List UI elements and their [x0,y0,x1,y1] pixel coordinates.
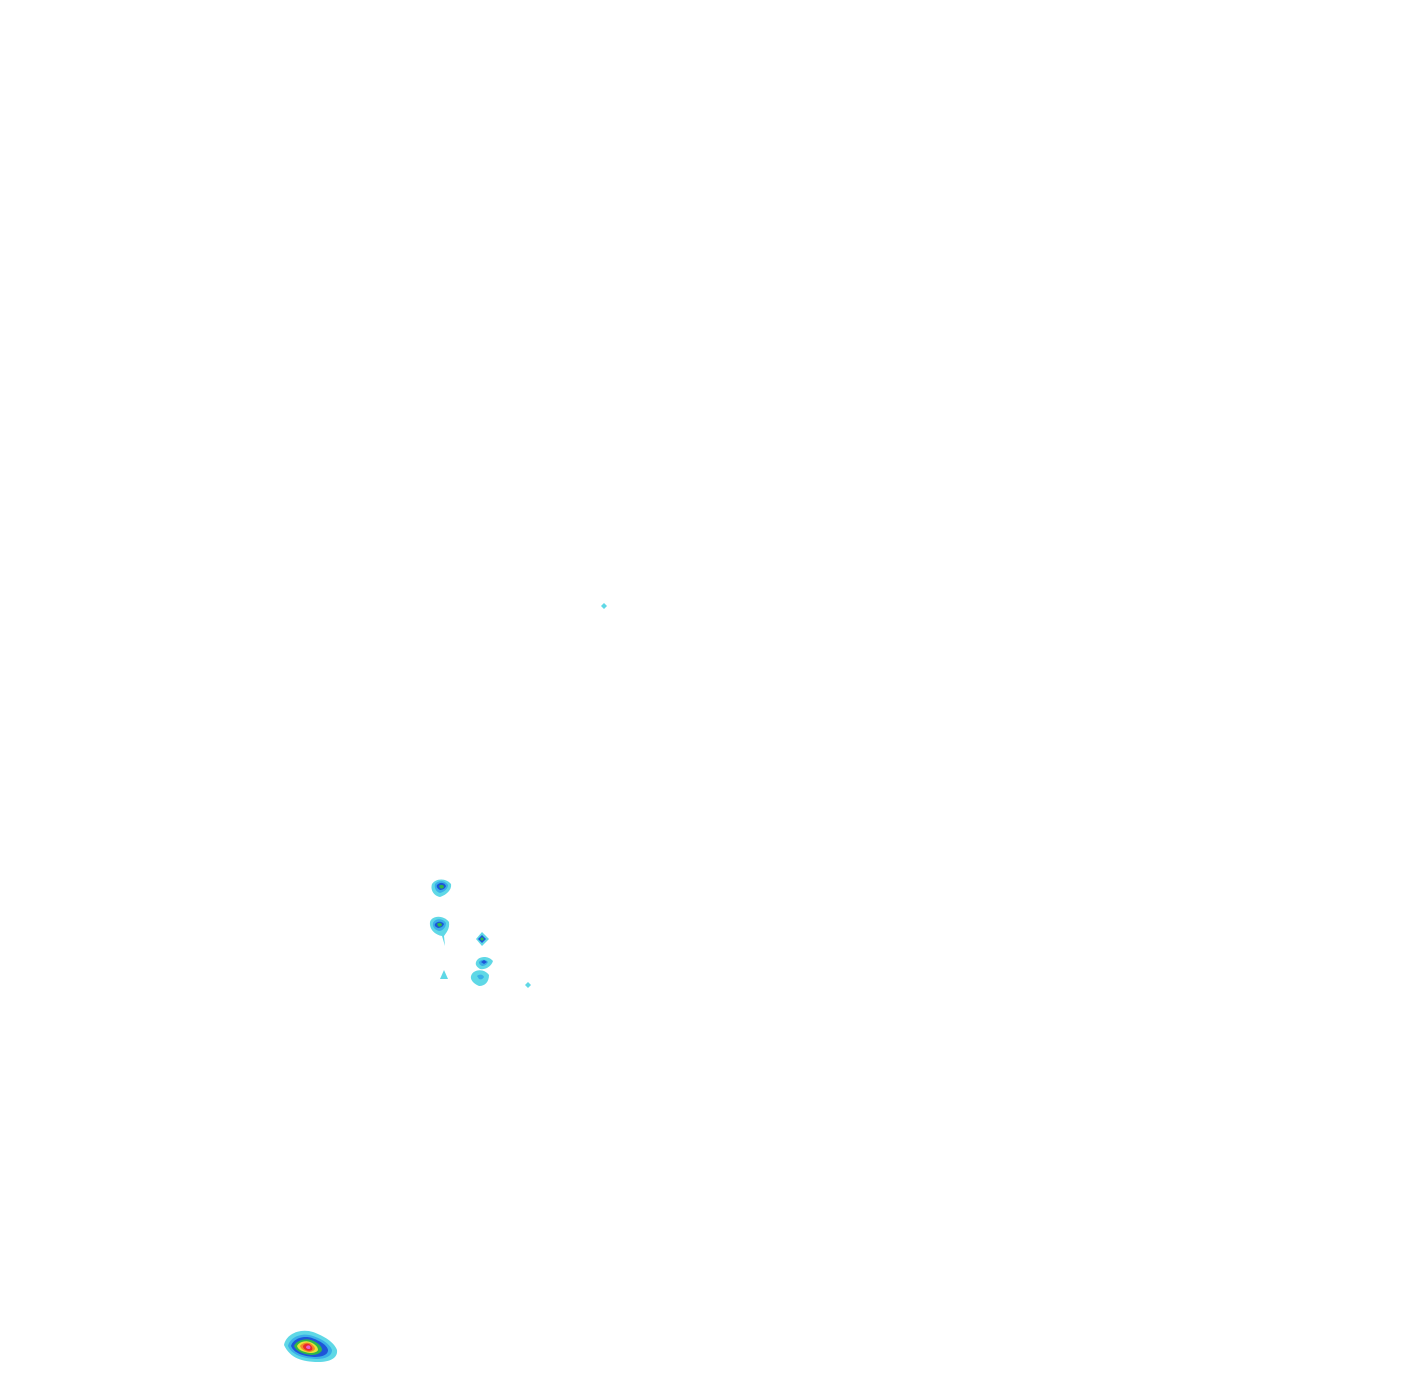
contour-level [480,937,484,941]
cluster-d [475,956,493,970]
cluster-f [440,970,448,979]
contour-level [439,884,444,889]
contour-level [306,1345,311,1349]
contour-level [525,982,531,988]
contour-level [440,970,448,979]
speck-upper [601,603,607,609]
cluster-e [470,970,489,986]
contour-level [477,974,484,980]
contour-level [481,960,487,964]
hotspot-bottom [284,1330,338,1362]
speck-right [525,982,531,988]
cluster-a [431,879,452,897]
cluster-c [476,932,489,946]
cluster-b [429,916,450,946]
contour-level [601,603,607,609]
contour-level [437,922,442,927]
